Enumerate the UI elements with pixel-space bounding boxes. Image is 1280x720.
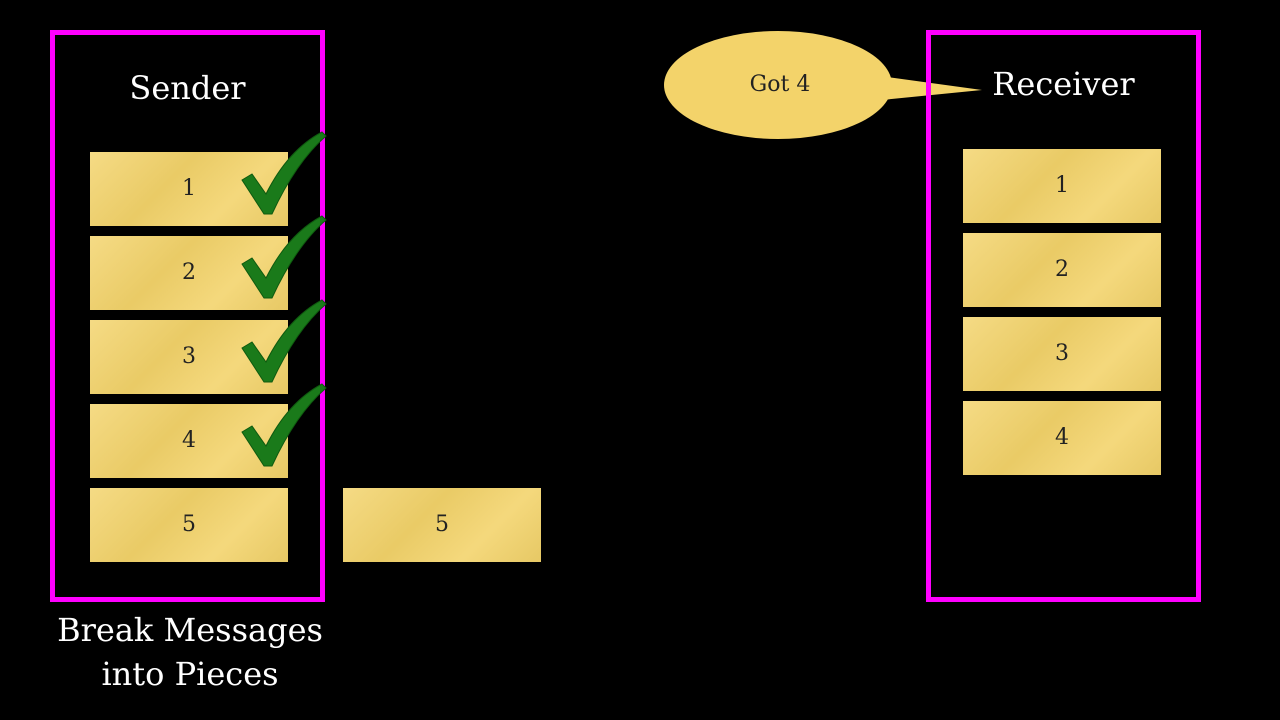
checkmark-icon	[241, 131, 327, 215]
receiver-packet-1: 1	[963, 149, 1161, 223]
packet-label: 3	[1055, 341, 1069, 366]
sender-packet-4: 4	[90, 404, 288, 478]
packet-label: 2	[1055, 257, 1069, 282]
checkmark-icon	[241, 383, 327, 467]
receiver-title: Receiver	[992, 65, 1135, 103]
packet-label: 5	[435, 512, 449, 537]
speech-bubble	[664, 31, 982, 139]
packet-label: 3	[182, 344, 196, 369]
checkmark-icon	[241, 299, 327, 383]
sender-title: Sender	[129, 69, 246, 107]
receiver-packet-3: 3	[963, 317, 1161, 391]
packet-label: 4	[182, 428, 196, 453]
receiver-packet-4: 4	[963, 401, 1161, 475]
speech-bubble-text: Got 4	[749, 72, 811, 97]
sender-caption: Break Messages into Pieces	[50, 608, 330, 696]
receiver-packet-2: 2	[963, 233, 1161, 307]
sender-panel: Sender	[50, 30, 325, 602]
checkmark-icon	[241, 215, 327, 299]
receiver-panel: Receiver	[926, 30, 1201, 602]
packet-label: 5	[182, 512, 196, 537]
sender-packet-5: 5	[90, 488, 288, 562]
packet-label: 4	[1055, 425, 1069, 450]
packet-label: 1	[1055, 173, 1069, 198]
packet-label: 2	[182, 260, 196, 285]
packet-label: 1	[182, 176, 196, 201]
caption-line-1: Break Messages	[57, 611, 323, 649]
in-transit-packet: 5	[343, 488, 541, 562]
caption-line-2: into Pieces	[101, 655, 279, 693]
sender-packet-3: 3	[90, 320, 288, 394]
